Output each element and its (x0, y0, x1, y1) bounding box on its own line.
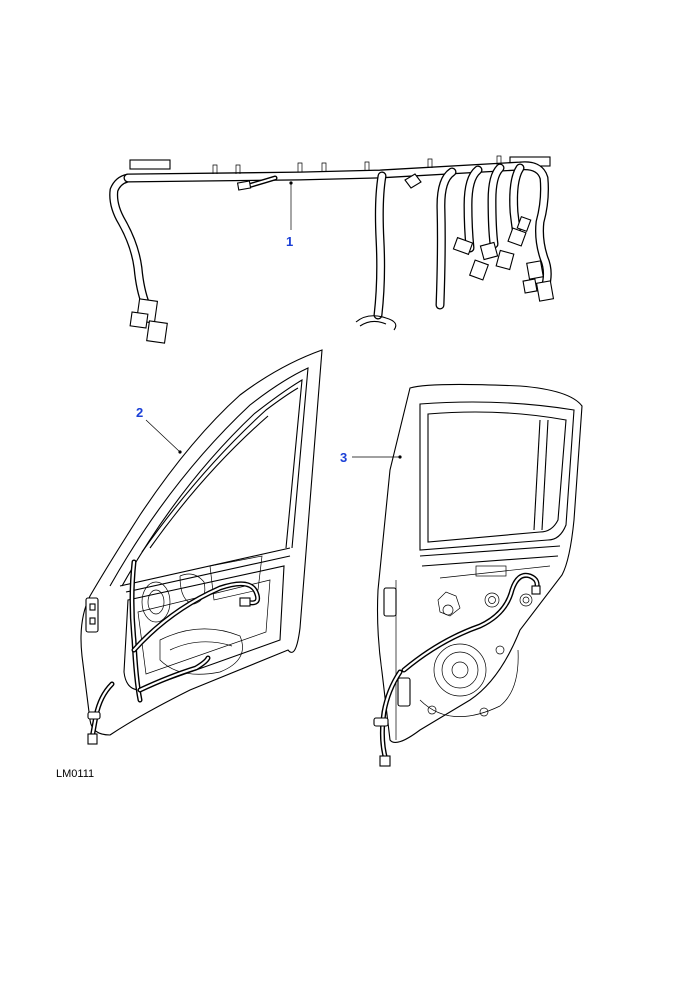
rear-door (352, 383, 583, 767)
callout-2[interactable]: 2 (136, 405, 144, 420)
figure-reference-code: LM0111 (56, 768, 95, 780)
connector-left-c (146, 320, 168, 344)
connector-left-b (129, 311, 149, 329)
callout-1[interactable]: 1 (286, 234, 294, 249)
main-harness (109, 155, 555, 344)
callout-3[interactable]: 3 (340, 450, 348, 465)
harness-end-tape-left (129, 159, 171, 170)
front-door (80, 349, 323, 745)
